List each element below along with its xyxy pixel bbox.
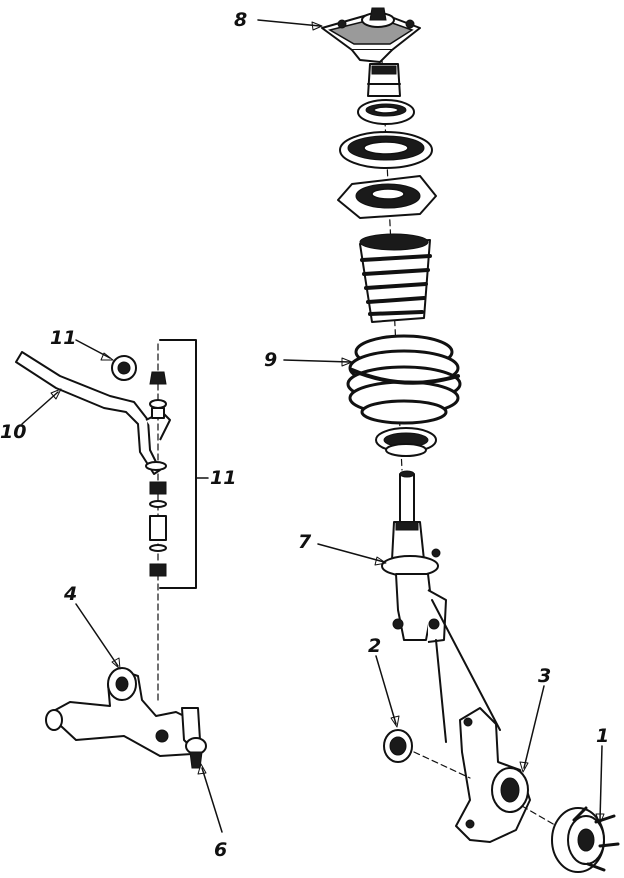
callout-6-leader xyxy=(201,767,223,833)
callout-8-arrow xyxy=(311,21,323,31)
callout-10: 10 xyxy=(0,421,26,443)
upper-spring-seat xyxy=(357,99,415,125)
stabilizer-bar xyxy=(15,351,171,475)
ball-joint xyxy=(185,737,207,769)
callout-10-arrow xyxy=(50,388,62,400)
steering-knuckle xyxy=(455,707,531,843)
callout-3-arrow xyxy=(519,761,529,773)
jounce-bumper xyxy=(367,63,401,97)
callout-4-arrow xyxy=(111,657,121,670)
link-kit-bracket xyxy=(159,339,197,589)
callout-4: 4 xyxy=(63,583,77,605)
callout-9-leader xyxy=(283,359,351,363)
callout-11a: 11 xyxy=(50,327,76,349)
knuckle-nut xyxy=(383,729,471,779)
lower-spring-insulator xyxy=(375,427,437,457)
callout-2-arrow xyxy=(390,715,400,728)
callout-4-leader xyxy=(75,603,119,667)
callout-9-arrow xyxy=(341,357,353,367)
stabilizer-bushing xyxy=(111,355,137,381)
callout-7: 7 xyxy=(298,531,312,553)
callout-1-leader xyxy=(599,745,603,821)
callout-11a-leader xyxy=(75,339,111,359)
lower-control-arm xyxy=(45,667,201,757)
callout-8-leader xyxy=(257,19,321,27)
upper-strut-mount xyxy=(321,7,421,63)
stabilizer-link-kit xyxy=(145,343,167,701)
callout-3-leader xyxy=(523,685,545,769)
coil-spring xyxy=(346,334,462,425)
callout-2-leader xyxy=(375,655,397,725)
wheel-hub xyxy=(521,805,620,873)
callout-10-leader xyxy=(21,391,59,425)
callout-6: 6 xyxy=(214,839,227,861)
spring-insulator xyxy=(339,131,433,169)
callout-1: 1 xyxy=(596,725,609,747)
dust-boot xyxy=(359,233,432,323)
callout-6-arrow xyxy=(197,763,207,775)
callout-2: 2 xyxy=(368,635,381,657)
strut-to-knuckle-leader xyxy=(431,599,501,743)
callout-7-arrow xyxy=(374,556,387,566)
callout-8: 8 xyxy=(234,9,247,31)
callout-7-leader xyxy=(317,543,385,563)
callout-1-arrow xyxy=(595,813,605,825)
strut-assembly xyxy=(381,470,447,643)
callout-3: 3 xyxy=(538,665,551,687)
callout-11b: 11 xyxy=(210,467,236,489)
callout-11a-arrow xyxy=(100,352,114,361)
upper-spring-plate xyxy=(337,175,437,219)
callout-9: 9 xyxy=(264,349,277,371)
